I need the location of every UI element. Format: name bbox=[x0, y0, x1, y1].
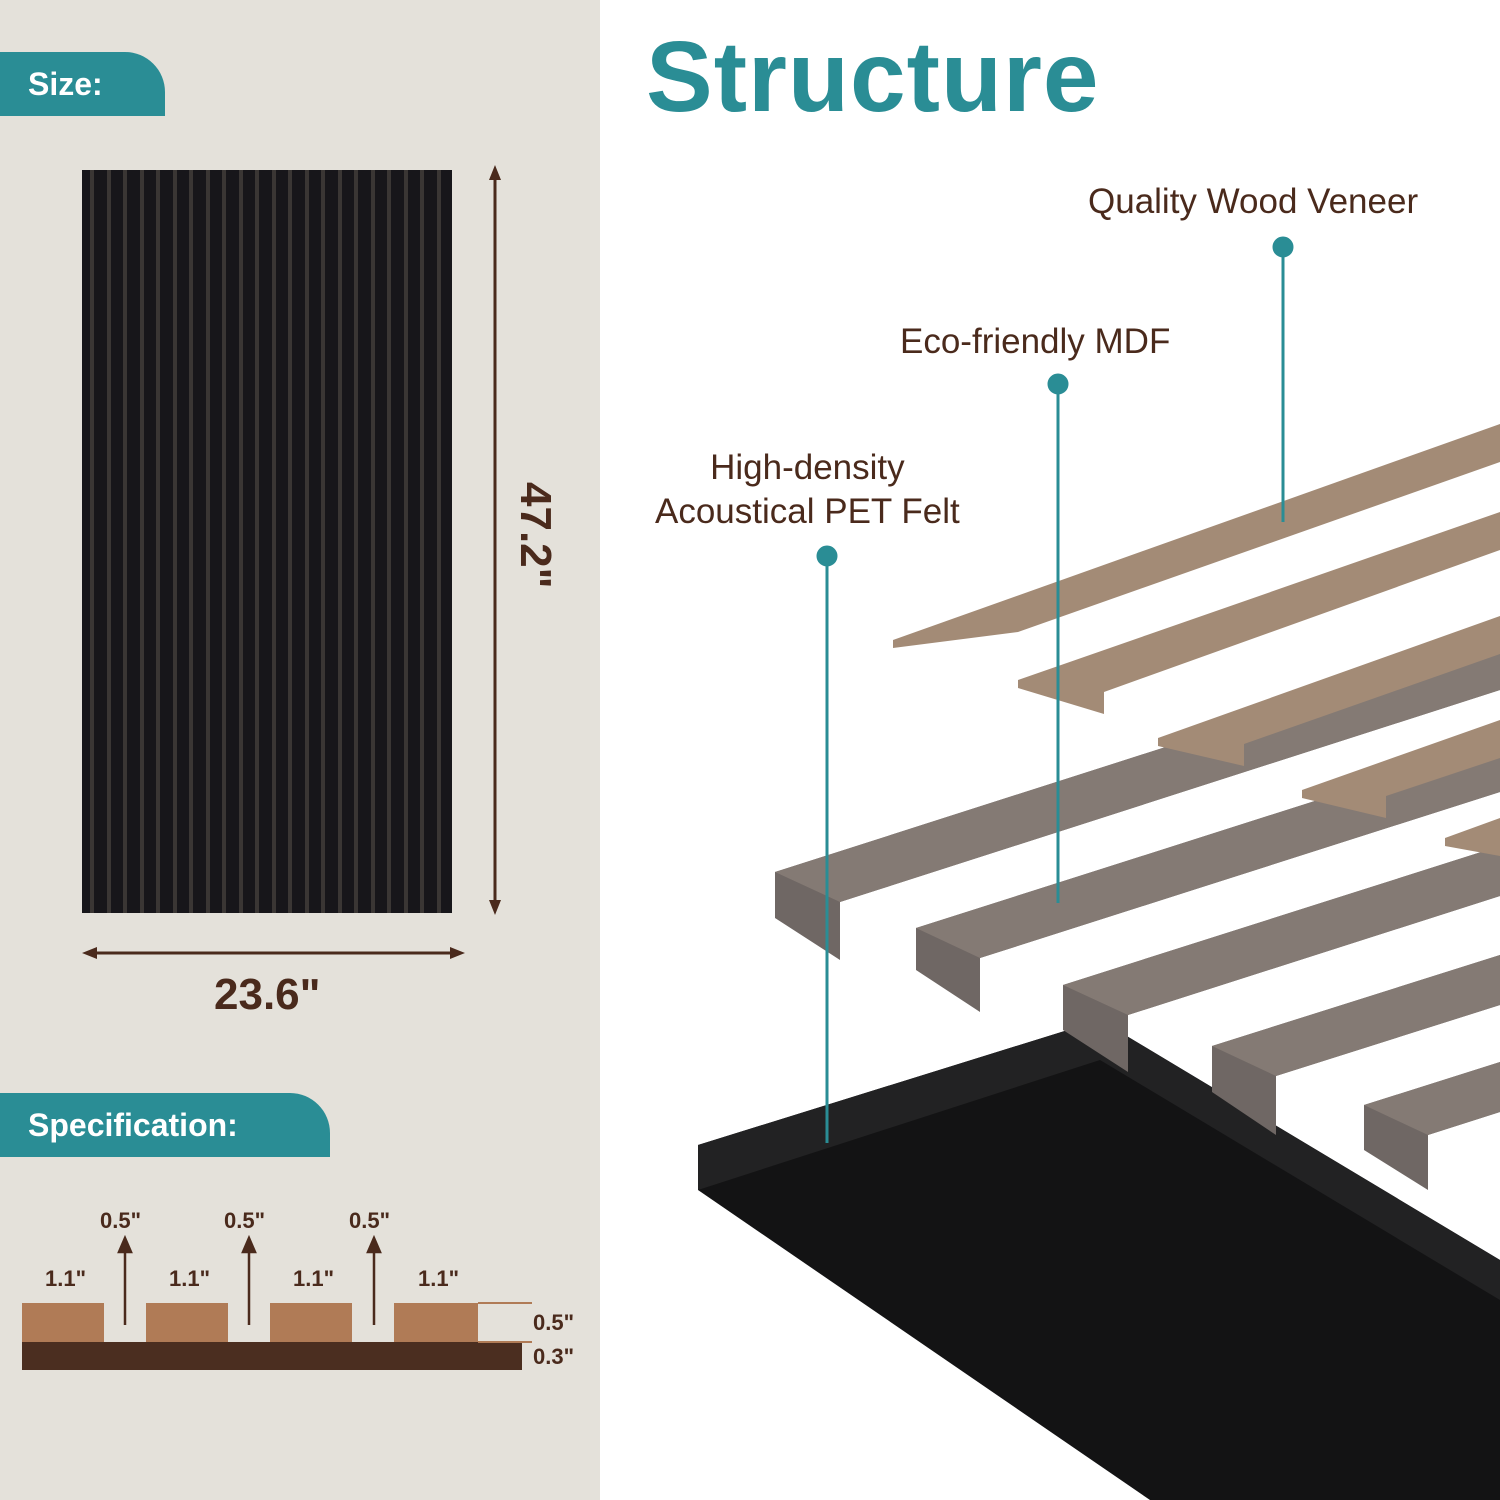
slat-4 bbox=[394, 1303, 478, 1342]
felt-callout-line2: Acoustical PET Felt bbox=[655, 492, 960, 531]
slat-groove bbox=[238, 170, 243, 913]
slat-groove bbox=[271, 170, 276, 913]
felt-callout-line1: High-density bbox=[710, 448, 905, 487]
slat-2 bbox=[146, 1303, 228, 1342]
slat-width-label: 1.1" bbox=[45, 1266, 87, 1291]
slat-groove bbox=[189, 170, 193, 913]
height-arrow-top bbox=[489, 165, 501, 180]
slat-groove bbox=[205, 170, 210, 913]
gap-label: 0.5" bbox=[224, 1208, 266, 1233]
felt-layer bbox=[698, 1020, 1500, 1500]
slat-groove bbox=[156, 170, 160, 913]
slat-groove bbox=[123, 170, 127, 913]
slat-groove bbox=[255, 170, 259, 913]
gap-arrows bbox=[117, 1234, 382, 1325]
height-arrow-bottom bbox=[489, 900, 501, 915]
slat-groove bbox=[106, 170, 111, 913]
slat-groove bbox=[387, 170, 391, 913]
gap-label: 0.5" bbox=[100, 1208, 142, 1233]
slat-groove bbox=[354, 170, 358, 913]
specification-tab: Specification: bbox=[0, 1093, 330, 1157]
width-arrow-right bbox=[450, 947, 465, 959]
slat-groove bbox=[222, 170, 226, 913]
slat-3 bbox=[270, 1303, 352, 1342]
veneer-layer bbox=[893, 424, 1500, 856]
width-arrow-left bbox=[82, 947, 97, 959]
slat-width-label: 1.1" bbox=[293, 1266, 335, 1291]
size-tab: Size: bbox=[0, 52, 165, 116]
slat-1 bbox=[22, 1303, 104, 1342]
slat-thickness-label: 0.5" bbox=[533, 1310, 575, 1335]
slat-groove bbox=[172, 170, 177, 913]
acoustic-panel-image bbox=[82, 170, 452, 913]
slat-groove bbox=[370, 170, 375, 913]
slat-width-label: 1.1" bbox=[169, 1266, 211, 1291]
slat-groove bbox=[337, 170, 342, 913]
gap-label: 0.5" bbox=[349, 1208, 391, 1233]
callout-leaders bbox=[816, 236, 1294, 1143]
base-thickness-label: 0.3" bbox=[533, 1344, 575, 1369]
slat-groove bbox=[436, 170, 441, 913]
slat-width-label: 1.1" bbox=[418, 1266, 460, 1291]
page-title: Structure bbox=[646, 21, 1100, 133]
slat-groove bbox=[321, 170, 325, 913]
width-label: 23.6" bbox=[214, 970, 321, 1019]
slat-groove bbox=[420, 170, 424, 913]
slat-groove bbox=[403, 170, 408, 913]
mdf-callout: Eco-friendly MDF bbox=[900, 322, 1171, 361]
slat-groove bbox=[288, 170, 292, 913]
slat-groove bbox=[90, 170, 94, 913]
slat-groove bbox=[304, 170, 309, 913]
felt-callout: High-density Acoustical PET Felt bbox=[655, 446, 960, 534]
slat-groove bbox=[139, 170, 144, 913]
veneer-callout: Quality Wood Veneer bbox=[1088, 182, 1419, 221]
felt-base bbox=[22, 1342, 522, 1370]
